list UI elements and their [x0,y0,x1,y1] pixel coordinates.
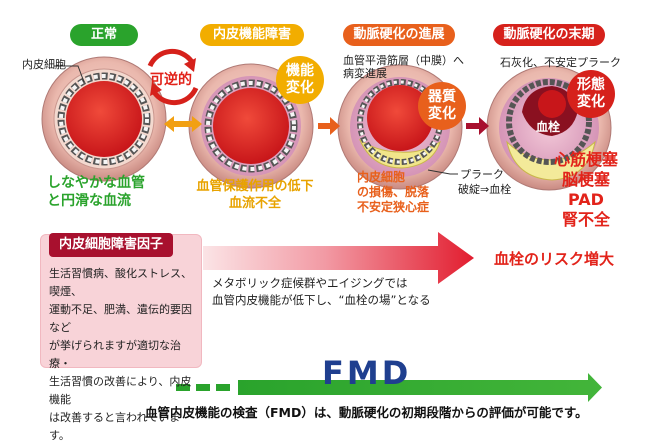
disease-pad: PAD [568,190,604,209]
plaque-label: プラーク [460,168,504,181]
endothelial-cell-label: 内皮細胞 [22,58,66,71]
dysfunction-caption: 血管保護作用の低下 血流不全 [196,179,314,211]
reversible-label: 可逆的 [150,72,192,88]
vessel-illustration [41,48,612,402]
structural-change-badge: 器質変化 [418,82,466,130]
thrombus-risk-label: 血栓のリスク増大 [494,250,615,268]
fmd-label: FMD [322,354,412,392]
function-change-badge: 機能変化 [276,56,324,104]
stage-endothelial-dysfunction-label: 内皮機能障害 [200,24,304,46]
disease-stroke: 脳梗塞 [561,170,610,189]
progression-caption: 内皮細胞 の損傷、脱落 不安定狭心症 [357,170,430,214]
clot-label: 血栓 [536,120,561,134]
factor-body: 生活習慣病、酸化ストレス、喫煙、 運動不足、肥満、遺伝的要因など が挙げられます… [49,267,192,442]
factor-title: 内皮細胞障害因子 [49,233,174,257]
stage-normal-label: 正常 [70,24,138,46]
reversible-cycle-icon [147,48,199,106]
rupture-label: 破綻⇒血栓 [458,183,512,196]
vessel-dysfunction [188,63,314,189]
morphology-change-badge: 形態変化 [567,70,615,118]
endothelial-damage-factors-box: 内皮細胞障害因子 生活習慣病、酸化ストレス、喫煙、 運動不足、肥満、遺伝的要因な… [40,233,202,442]
disease-list: 心筋梗塞 脳梗塞 PAD 腎不全 [550,150,622,230]
stage-progression-label: 動脈硬化の進展 [343,24,455,46]
fmd-description: 血管内皮機能の検査（FMD）は、動脈硬化の初期段階からの評価が可能です。 [145,405,588,420]
metabolic-note: メタボリック症候群やエイジングでは 血管内皮機能が低下し、“血栓の場”となる [212,276,431,307]
vessel-normal [41,56,167,182]
disease-mi: 心筋梗塞 [553,150,618,169]
normal-caption: しなやかな血管 と円滑な血流 [47,175,145,209]
progression-note: 血管平滑筋層（中膜）へ 病変進展 [343,54,464,80]
disease-ckd: 腎不全 [561,210,610,229]
endstage-note: 石灰化、不安定プラーク [500,56,621,69]
stage-endstage-label: 動脈硬化の末期 [493,24,605,46]
